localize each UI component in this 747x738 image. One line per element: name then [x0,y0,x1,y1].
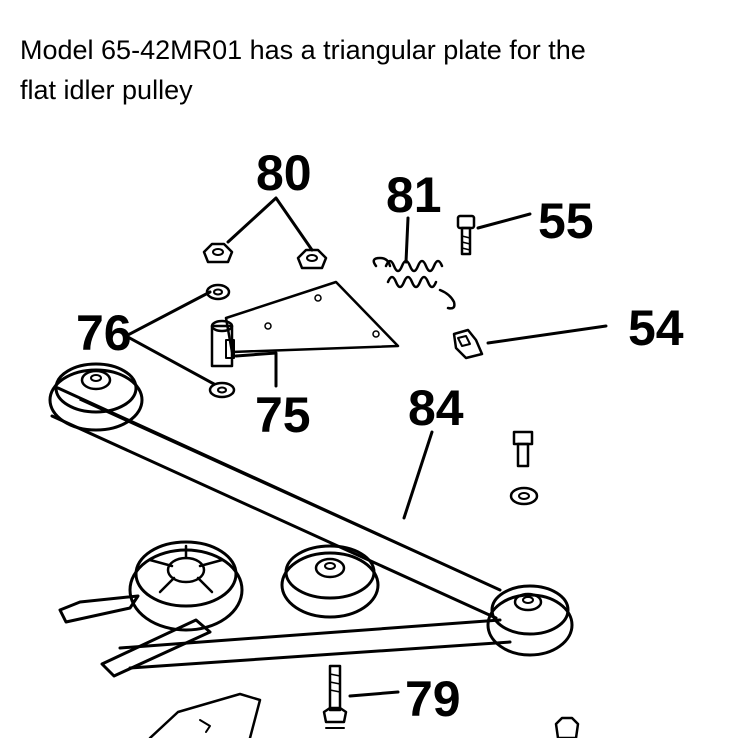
leader-80 [226,196,314,252]
deck-edges [58,594,212,678]
callout-79: 79 [405,671,461,727]
washer-76-bottom [208,381,236,399]
leader-79 [348,690,400,698]
bolt-79 [322,664,348,729]
nut-80-right [296,248,328,270]
washer-76-top [205,283,231,301]
leader-55 [476,212,532,230]
callout-55: 55 [538,193,594,249]
leader-81 [404,216,410,264]
bolt-right [509,430,539,506]
pulley-spindle-left [128,540,244,632]
callout-76: 76 [76,305,132,361]
triangular-plate-75 [210,280,400,368]
leader-76 [124,290,216,386]
bolt-bottom-right [554,716,580,738]
callout-54: 54 [628,300,684,356]
leader-75 [234,351,278,388]
leader-84 [402,430,434,520]
bottom-bracket [148,692,262,738]
clip-54 [452,328,484,360]
leader-lines [124,196,608,698]
callout-80: 80 [256,145,312,201]
bolt-55 [456,214,476,256]
callout-75: 75 [255,387,311,443]
leader-54 [486,324,608,345]
pulley-center [280,544,380,619]
pulley-left [48,362,144,432]
spring-81 [372,256,456,310]
callout-84: 84 [408,380,464,436]
callout-81: 81 [386,167,442,223]
nut-80-left [202,242,234,264]
caption-line-1: Model 65-42MR01 has a triangular plate f… [20,35,586,65]
caption-line-2: flat idler pulley [20,75,193,105]
pulley-right [486,584,574,657]
diagram-caption: Model 65-42MR01 has a triangular plate f… [20,30,720,110]
